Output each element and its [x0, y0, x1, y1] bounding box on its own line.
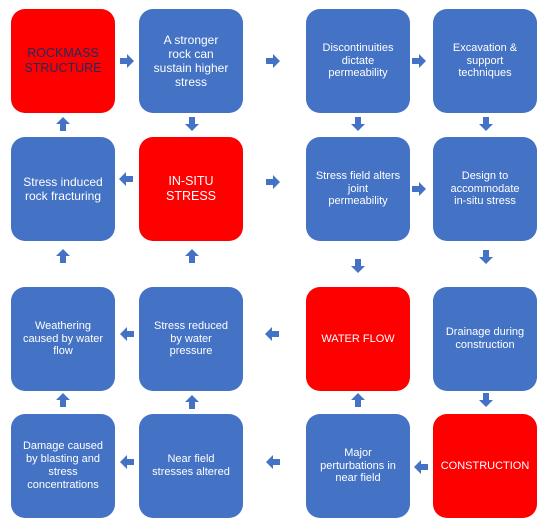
arrow-up-icon — [56, 393, 70, 407]
stress-reduced-box: Stress reduced by water pressure — [139, 287, 243, 391]
excavation-support-label: Excavation & support techniques — [452, 41, 518, 80]
arrow-up-icon — [185, 395, 199, 409]
discontinuities-label: Discontinuities dictate permeability — [322, 41, 394, 80]
arrow-down-icon — [351, 117, 365, 131]
stress-field-alters-label: Stress field alters joint permeability — [315, 169, 401, 208]
construction-box: CONSTRUCTION — [433, 414, 537, 518]
arrow-up-icon — [351, 393, 365, 407]
arrow-down-icon — [185, 117, 199, 131]
rockmass-structure-label: ROCKMASS STRUCTURE — [24, 46, 102, 75]
stress-field-alters-box: Stress field alters joint permeability — [306, 137, 410, 241]
water-flow-box: WATER FLOW — [306, 287, 410, 391]
arrow-left-icon — [265, 327, 279, 341]
stronger-rock-label: A stronger rock can sustain higher stres… — [153, 32, 229, 90]
arrow-left-icon — [266, 455, 280, 469]
arrow-left-icon — [120, 455, 134, 469]
stress-induced-fracturing-box: Stress induced rock fracturing — [11, 137, 115, 241]
excavation-support-box: Excavation & support techniques — [433, 9, 537, 113]
blasting-damage-label: Damage caused by blasting and stress con… — [22, 440, 104, 491]
weathering-box: Weathering caused by water flow — [11, 287, 115, 391]
arrow-left-icon — [414, 460, 428, 474]
arrow-right-icon — [266, 175, 280, 189]
major-perturbations-box: Major perturbations in near field — [306, 414, 410, 518]
stress-reduced-label: Stress reduced by water pressure — [154, 319, 228, 358]
water-flow-label: WATER FLOW — [321, 332, 395, 345]
drainage-box: Drainage during construction — [433, 287, 537, 391]
blasting-damage-box: Damage caused by blasting and stress con… — [11, 414, 115, 518]
arrow-down-icon — [351, 259, 365, 273]
design-accommodate-label: Design to accommodate in-situ stress — [450, 169, 520, 208]
near-field-stresses-label: Near field stresses altered — [152, 453, 230, 478]
major-perturbations-label: Major perturbations in near field — [320, 446, 396, 485]
arrow-down-icon — [479, 117, 493, 131]
stress-induced-fracturing-label: Stress induced rock fracturing — [23, 174, 103, 203]
rockmass-structure-box: ROCKMASS STRUCTURE — [11, 9, 115, 113]
in-situ-stress-box: IN-SITU STRESS — [139, 137, 243, 241]
arrow-right-icon — [120, 54, 134, 68]
construction-label: CONSTRUCTION — [440, 459, 530, 472]
design-accommodate-box: Design to accommodate in-situ stress — [433, 137, 537, 241]
arrow-up-icon — [56, 249, 70, 263]
arrow-down-icon — [479, 393, 493, 407]
arrow-up-icon — [185, 249, 199, 263]
arrow-up-icon — [56, 117, 70, 131]
near-field-stresses-box: Near field stresses altered — [139, 414, 243, 518]
stronger-rock-box: A stronger rock can sustain higher stres… — [139, 9, 243, 113]
arrow-right-icon — [266, 54, 280, 68]
discontinuities-box: Discontinuities dictate permeability — [306, 9, 410, 113]
drainage-label: Drainage during construction — [445, 326, 525, 351]
arrow-left-icon — [119, 172, 133, 186]
arrow-right-icon — [412, 182, 426, 196]
arrow-left-icon — [120, 327, 134, 341]
arrow-right-icon — [412, 54, 426, 68]
arrow-down-icon — [479, 250, 493, 264]
weathering-label: Weathering caused by water flow — [22, 319, 104, 358]
in-situ-stress-label: IN-SITU STRESS — [165, 174, 216, 203]
